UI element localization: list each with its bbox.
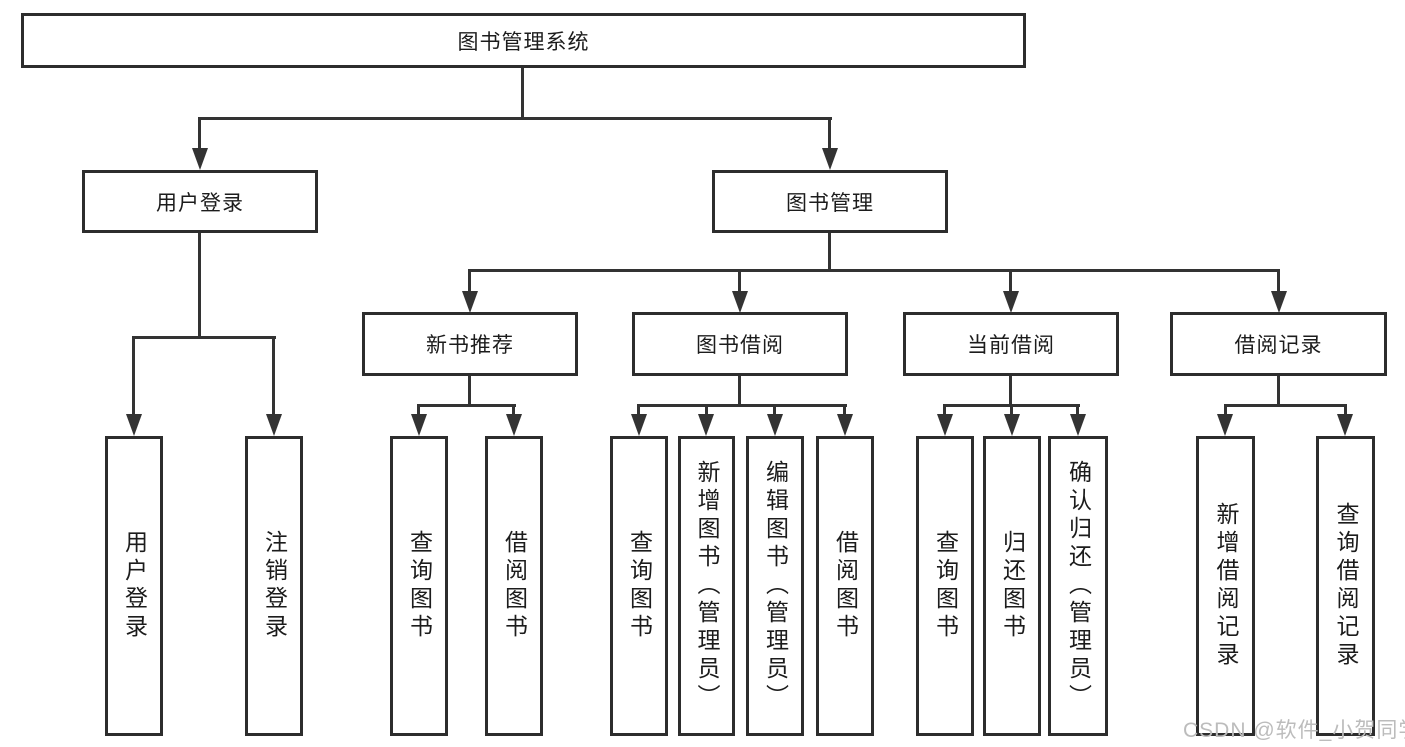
connector-root-stub	[521, 68, 524, 118]
arrow-down-icon	[937, 414, 953, 436]
connector-drop-leaf-logout	[272, 336, 275, 416]
node-root-system: 图书管理系统	[21, 13, 1026, 68]
connector-drop-book-borrow	[738, 269, 741, 295]
connector-drop-current-borrow	[1009, 269, 1012, 295]
connector-drop	[705, 404, 708, 417]
arrow-down-icon	[1003, 291, 1019, 313]
arrow-down-icon	[837, 414, 853, 436]
leaf-current-query-books: 查询图书	[916, 436, 974, 736]
connector-mgmt-stub	[828, 233, 831, 271]
connector-newbook-split	[417, 404, 516, 407]
connector-records-split	[1224, 404, 1347, 407]
leaf-newbook-query-books: 查询图书	[390, 436, 448, 736]
connector-drop	[843, 404, 846, 417]
connector-drop	[1076, 404, 1079, 417]
arrow-down-icon	[631, 414, 647, 436]
node-book-borrow: 图书借阅	[632, 312, 848, 376]
arrow-down-icon	[1004, 414, 1020, 436]
connector-drop	[417, 404, 420, 417]
arrow-down-icon	[767, 414, 783, 436]
arrow-down-icon	[411, 414, 427, 436]
arrow-down-icon	[1271, 291, 1287, 313]
connector-drop	[943, 404, 946, 417]
arrow-down-icon	[1337, 414, 1353, 436]
node-book-management: 图书管理	[712, 170, 948, 233]
connector-level3-split	[468, 269, 1280, 272]
connector-drop	[1344, 404, 1347, 417]
leaf-records-query-record: 查询借阅记录	[1316, 436, 1375, 736]
leaf-current-return-books: 归还图书	[983, 436, 1041, 736]
arrow-down-icon	[266, 414, 282, 436]
connector-drop	[773, 404, 776, 417]
node-user-login: 用户登录	[82, 170, 318, 233]
leaf-borrow-edit-books-admin: 编辑图书（管理员）	[746, 436, 804, 736]
connector-level2-split	[198, 117, 832, 120]
leaf-records-add-record: 新增借阅记录	[1196, 436, 1255, 736]
arrow-down-icon	[192, 148, 208, 170]
connector-drop	[1224, 404, 1227, 417]
connector-drop-user-login	[198, 117, 201, 153]
connector-drop-leaf-user-login	[132, 336, 135, 416]
connector-borrow-stub	[738, 375, 741, 407]
arrow-down-icon	[698, 414, 714, 436]
node-new-book-recommend: 新书推荐	[362, 312, 578, 376]
csdn-watermark: CSDN @软件_小贺同学	[1183, 719, 1405, 742]
connector-records-stub	[1277, 375, 1280, 407]
leaf-borrow-add-books-admin: 新增图书（管理员）	[678, 436, 735, 736]
arrow-down-icon	[1070, 414, 1086, 436]
arrow-down-icon	[822, 148, 838, 170]
node-borrow-records: 借阅记录	[1170, 312, 1387, 376]
leaf-current-confirm-return-admin: 确认归还（管理员）	[1048, 436, 1108, 736]
leaf-borrow-query-books: 查询图书	[610, 436, 668, 736]
connector-drop-book-mgmt	[828, 117, 831, 153]
connector-current-stub	[1009, 375, 1012, 407]
connector-drop	[637, 404, 640, 417]
arrow-down-icon	[126, 414, 142, 436]
arrow-down-icon	[732, 291, 748, 313]
arrow-down-icon	[506, 414, 522, 436]
connector-borrow-split	[637, 404, 847, 407]
leaf-logout: 注销登录	[245, 436, 303, 736]
leaf-user-login: 用户登录	[105, 436, 163, 736]
arrow-down-icon	[1217, 414, 1233, 436]
connector-drop-borrow-records	[1277, 269, 1280, 295]
connector-user-split	[132, 336, 276, 339]
connector-newbook-stub	[468, 375, 471, 407]
leaf-newbook-borrow-books: 借阅图书	[485, 436, 543, 736]
connector-drop	[512, 404, 515, 417]
connector-user-stub	[198, 233, 201, 339]
connector-drop	[1010, 404, 1013, 417]
node-current-borrow: 当前借阅	[903, 312, 1119, 376]
leaf-borrow-borrow-books: 借阅图书	[816, 436, 874, 736]
arrow-down-icon	[462, 291, 478, 313]
connector-drop-new-book	[468, 269, 471, 295]
